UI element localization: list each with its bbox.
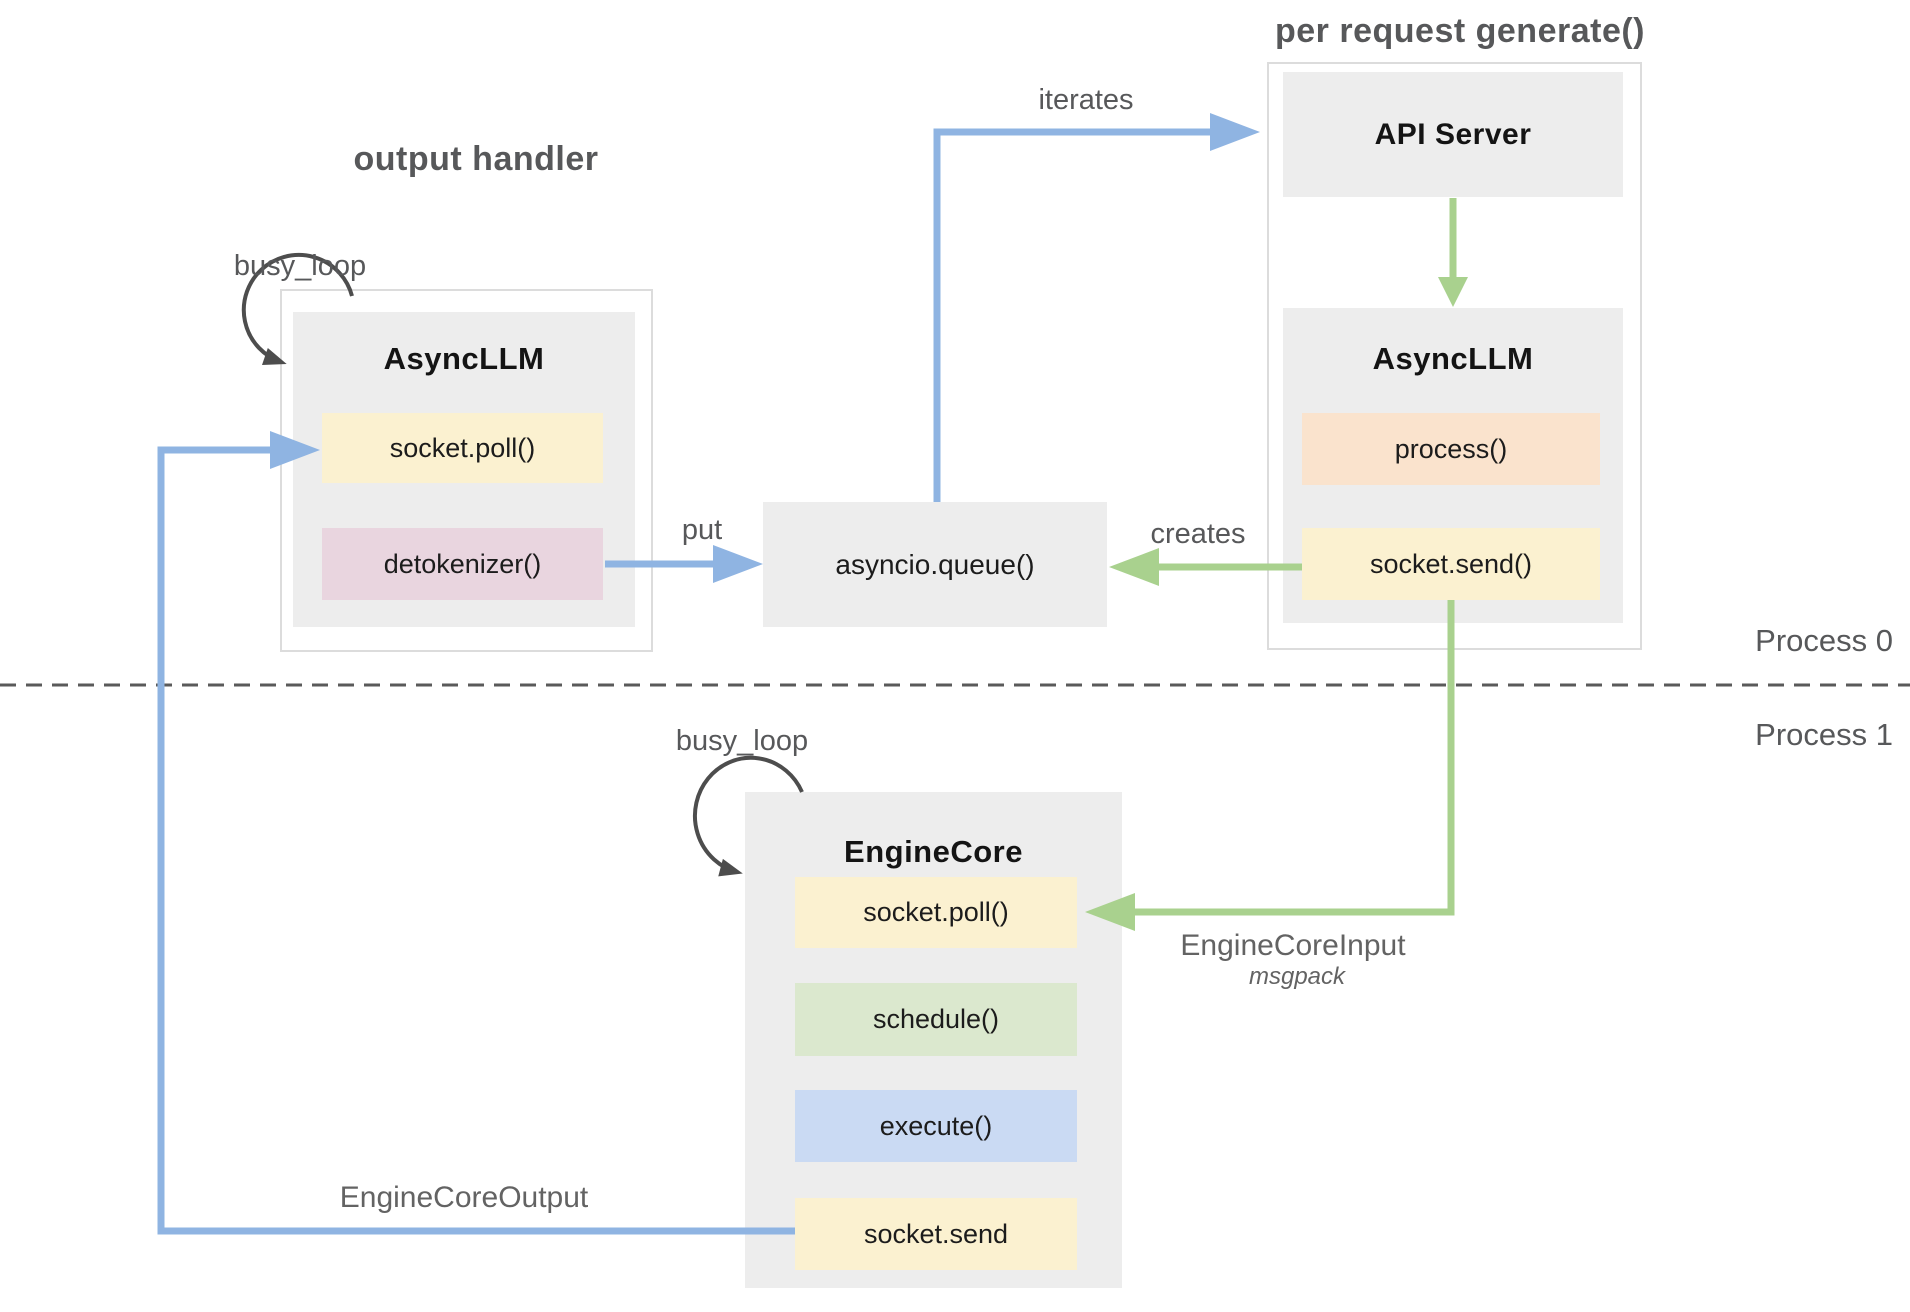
msgpack-label: msgpack	[1248, 963, 1346, 990]
async-llm-left-title: AsyncLLM	[383, 341, 545, 376]
iterates-label: iterates	[1038, 84, 1134, 116]
engine-core-title: EngineCore	[844, 834, 1023, 869]
api-server-title: API Server	[1374, 117, 1532, 151]
async-llm-right-box: AsyncLLM process() socket.send()	[1283, 308, 1623, 623]
asyncio-queue-label: asyncio.queue()	[835, 548, 1035, 580]
engine-core-box: EngineCore socket.poll() schedule() exec…	[745, 792, 1122, 1288]
async-llm-right-title: AsyncLLM	[1372, 341, 1534, 376]
engine-core-input-line	[1133, 600, 1455, 916]
socket-poll-left-box: socket.poll()	[322, 413, 603, 483]
engine-core-output-label: EngineCoreOutput	[339, 1181, 589, 1214]
creates-arrow-head	[1109, 548, 1159, 586]
async-llm-left-box: AsyncLLM socket.poll() detokenizer()	[293, 312, 635, 627]
asyncio-queue-box: asyncio.queue()	[763, 502, 1107, 627]
busy-loop-left-label: busy_loop	[233, 250, 367, 282]
iterates-arrow-line	[933, 128, 1213, 502]
engine-core-input-head	[1085, 893, 1135, 931]
put-label: put	[681, 514, 723, 546]
iterates-arrow-head	[1210, 113, 1260, 151]
busy-loop-bottom-arc	[692, 755, 804, 877]
engine-core-output-line	[157, 446, 795, 1235]
busy-loop-bottom-label: busy_loop	[675, 725, 809, 757]
engine-core-input-label: EngineCoreInput	[1180, 929, 1406, 962]
execute-box: execute()	[795, 1090, 1077, 1162]
detokenizer-box: detokenizer()	[322, 528, 603, 600]
api-to-asyncllm-head	[1438, 277, 1468, 307]
put-arrow-head	[713, 545, 763, 583]
creates-label: creates	[1150, 518, 1246, 550]
output-handler-title: output handler	[353, 140, 599, 178]
engine-socket-poll-box: socket.poll()	[795, 877, 1077, 948]
process-1-label: Process 1	[1755, 717, 1893, 752]
schedule-box: schedule()	[795, 983, 1077, 1056]
process-0-label: Process 0	[1755, 623, 1893, 658]
engine-socket-send-box: socket.send	[795, 1198, 1077, 1270]
api-server-box: API Server	[1283, 72, 1623, 197]
socket-send-right-box: socket.send()	[1302, 528, 1600, 600]
engine-core-output-head	[270, 431, 320, 469]
busy-loop-left-arc	[241, 252, 354, 365]
per-request-title: per request generate()	[1275, 12, 1645, 50]
process-box: process()	[1302, 413, 1600, 485]
